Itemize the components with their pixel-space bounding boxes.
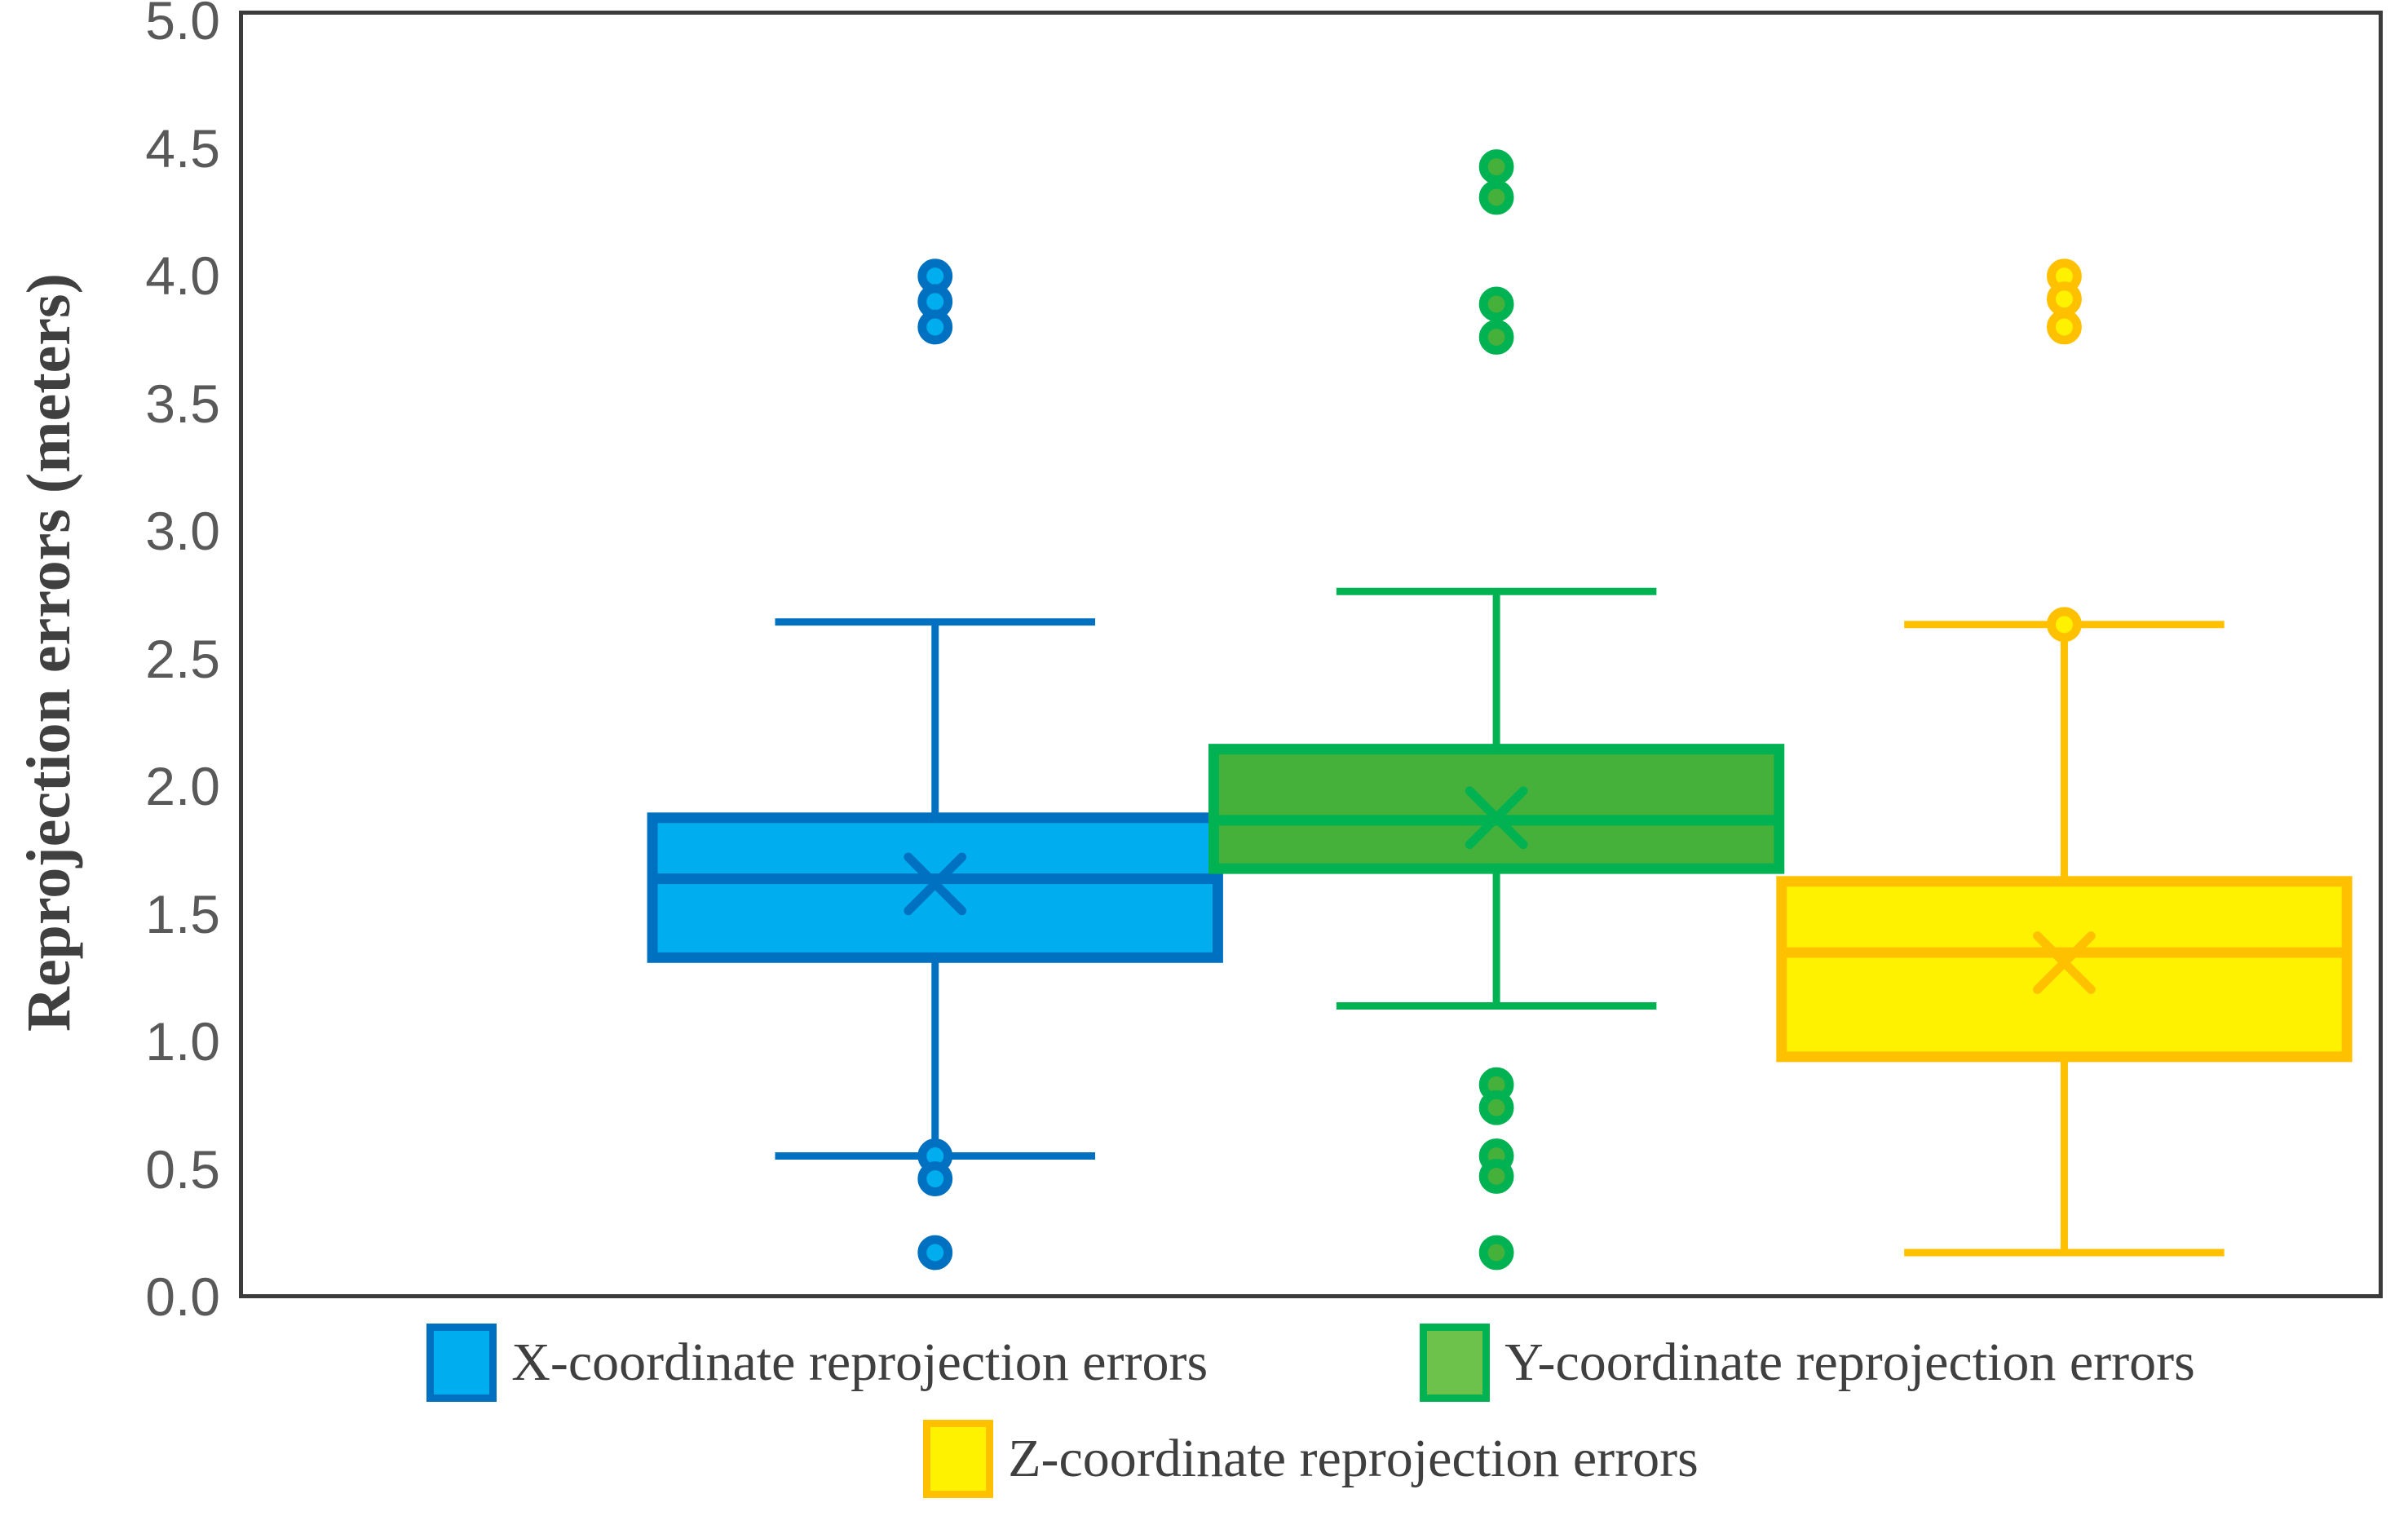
y-axis-tick-4.5: 4.5 xyxy=(145,117,220,179)
outlier-point xyxy=(1478,1159,1514,1194)
y-axis-tick-0.0: 0.0 xyxy=(145,1266,220,1327)
y-axis-tick-5.0: 5.0 xyxy=(145,0,220,51)
legend-entry-x[interactable]: X-coordinate reprojection errors xyxy=(426,1324,1208,1402)
y-axis-tick-1.0: 1.0 xyxy=(145,1011,220,1072)
legend-swatch-icon xyxy=(426,1324,497,1402)
outlier-point xyxy=(1478,320,1514,355)
outlier-point xyxy=(917,1235,953,1271)
outlier-point xyxy=(2047,607,2082,643)
legend-label: X-coordinate reprojection errors xyxy=(511,1333,1208,1392)
plot-area xyxy=(239,11,2383,1298)
outlier-point xyxy=(1478,286,1514,322)
box-plot-canvas xyxy=(647,149,2353,1271)
box-plot-z xyxy=(1776,259,2353,1257)
y-axis-tick-3.0: 3.0 xyxy=(145,501,220,561)
legend-row-2: Z-coordinate reprojection errors xyxy=(239,1411,2383,1507)
outlier-point xyxy=(1478,149,1514,184)
outlier-point xyxy=(917,1161,953,1196)
y-axis-tick-labels: 0.0 0.5 1.0 1.5 2.0 2.5 3.0 3.5 4.0 4.5 5.0 xyxy=(98,0,220,1324)
legend-swatch-icon xyxy=(1420,1324,1491,1402)
y-axis-tick-3.5: 3.5 xyxy=(145,373,220,434)
legend-entry-y[interactable]: Y-coordinate reprojection errors xyxy=(1420,1324,2195,1402)
mean-marker-x xyxy=(1465,786,1528,850)
legend-entry-z[interactable]: Z-coordinate reprojection errors xyxy=(923,1420,1699,1498)
box-iqr xyxy=(1208,744,1785,874)
outlier-point xyxy=(2047,309,2082,345)
y-axis-title: Reprojection errors (meters) xyxy=(14,273,83,1032)
outlier-point xyxy=(1478,1235,1514,1271)
y-axis-tick-4.0: 4.0 xyxy=(145,245,220,306)
box-plot-x xyxy=(647,259,1223,1271)
legend-row-1: X-coordinate reprojection errors Y-coordi… xyxy=(239,1315,2383,1411)
outlier-point xyxy=(1478,1089,1514,1125)
mean-marker-x xyxy=(904,852,967,916)
mean-marker-x xyxy=(2033,931,2096,994)
legend-label: Y-coordinate reprojection errors xyxy=(1504,1333,2195,1392)
chart-legend: X-coordinate reprojection errors Y-coordi… xyxy=(239,1315,2383,1510)
y-axis-tick-2.0: 2.0 xyxy=(145,756,220,816)
outlier-point xyxy=(1478,179,1514,215)
y-axis-tick-2.5: 2.5 xyxy=(145,628,220,689)
legend-label: Z-coordinate reprojection errors xyxy=(1008,1429,1699,1488)
box-plot-y xyxy=(1208,149,1785,1271)
y-axis-tick-0.5: 0.5 xyxy=(145,1138,220,1200)
y-axis-tick-1.5: 1.5 xyxy=(145,883,220,944)
outlier-point xyxy=(917,309,953,345)
legend-swatch-icon xyxy=(923,1420,994,1498)
box-iqr xyxy=(1776,876,2353,1063)
outlier-point xyxy=(2047,281,2082,317)
